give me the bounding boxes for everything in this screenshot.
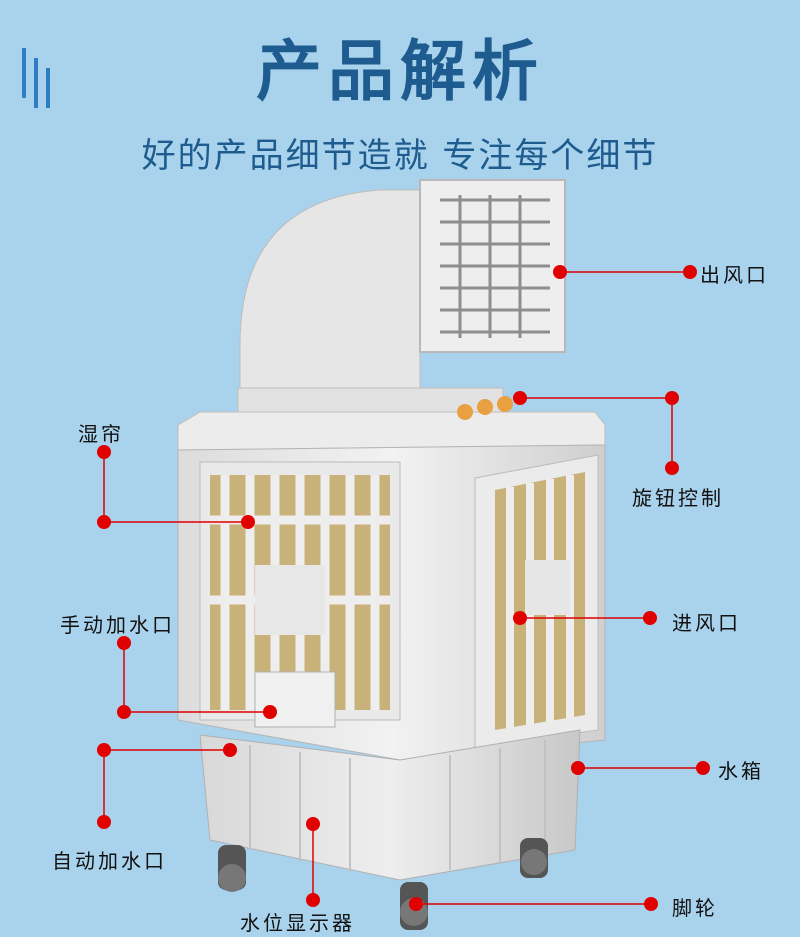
marker-dots [97,265,710,911]
label-curtain: 湿帘 [78,422,124,446]
label-knob-control: 旋钮控制 [632,486,724,510]
label-manual-fill: 手动加水口 [60,613,175,637]
label-outlet: 出风口 [700,263,769,287]
label-auto-fill: 自动加水口 [52,849,167,873]
page-subtitle: 好的产品细节造就 专注每个细节 [141,136,659,176]
label-water-level: 水位显示器 [240,911,355,935]
label-inlet: 进风口 [672,611,741,635]
decorative-bars-icon [22,48,50,108]
label-wheel: 脚轮 [672,896,718,920]
page-title: 产品解析 [256,33,544,110]
label-tank: 水箱 [718,759,764,783]
